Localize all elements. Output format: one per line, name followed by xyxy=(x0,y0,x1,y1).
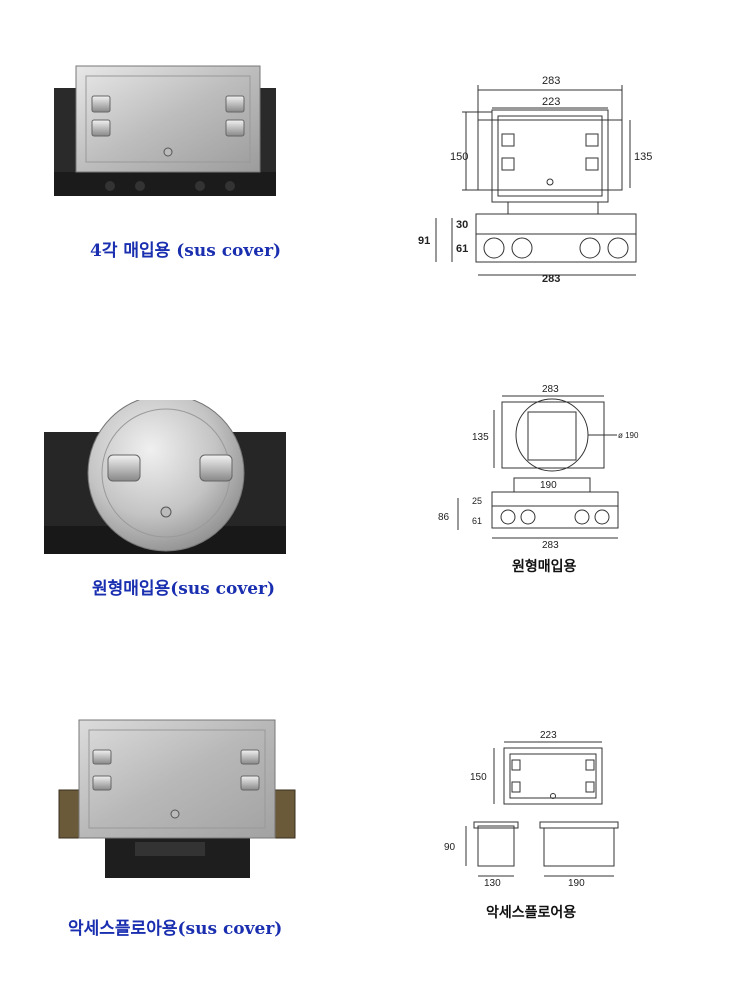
caption-square-flush: 4각 매입용 (sus cover) xyxy=(90,241,282,261)
dim-150: 150 xyxy=(450,151,468,163)
caption-round-flush: 원형매입용(sus cover) xyxy=(92,579,276,599)
dim-86: 86 xyxy=(438,512,450,523)
dim-135: 135 xyxy=(634,151,652,163)
caption-access-floor: 악세스플로아용(sus cover) xyxy=(68,919,283,939)
dim-61: 61 xyxy=(472,516,482,526)
dim-90: 90 xyxy=(444,842,456,853)
dim-61: 61 xyxy=(456,243,468,255)
dim-30: 30 xyxy=(456,219,468,231)
drawing-label-round: 원형매입용 xyxy=(512,559,577,575)
dim-283-side: 283 xyxy=(542,273,560,285)
photo-round-flush-box xyxy=(44,400,286,554)
drawing-label-access: 악세스플로어용 xyxy=(486,905,577,921)
dim-283-top: 283 xyxy=(542,75,560,87)
dim-283-side: 283 xyxy=(542,540,559,551)
dim-283-top: 283 xyxy=(542,384,559,395)
dim-25: 25 xyxy=(472,496,482,506)
drawing-square-flush: 283 223 150 135 30 91 61 283 xyxy=(418,75,652,285)
dim-150: 150 xyxy=(470,772,487,783)
photo-access-floor-box xyxy=(58,719,296,878)
dim-190: 190 xyxy=(568,878,585,889)
dim-diameter-190: ø 190 xyxy=(618,431,639,440)
dim-91: 91 xyxy=(418,235,430,247)
dim-190-side: 190 xyxy=(540,480,557,491)
photo-square-flush-box xyxy=(54,65,276,196)
dim-135: 135 xyxy=(472,432,489,443)
drawing-access-floor: 223 150 90 130 190 xyxy=(444,730,619,889)
dim-130: 130 xyxy=(484,878,501,889)
dim-223: 223 xyxy=(540,730,557,741)
drawing-round-flush: 283 135 ø 190 190 25 86 61 283 xyxy=(438,384,639,551)
dim-223-top: 223 xyxy=(542,96,560,108)
